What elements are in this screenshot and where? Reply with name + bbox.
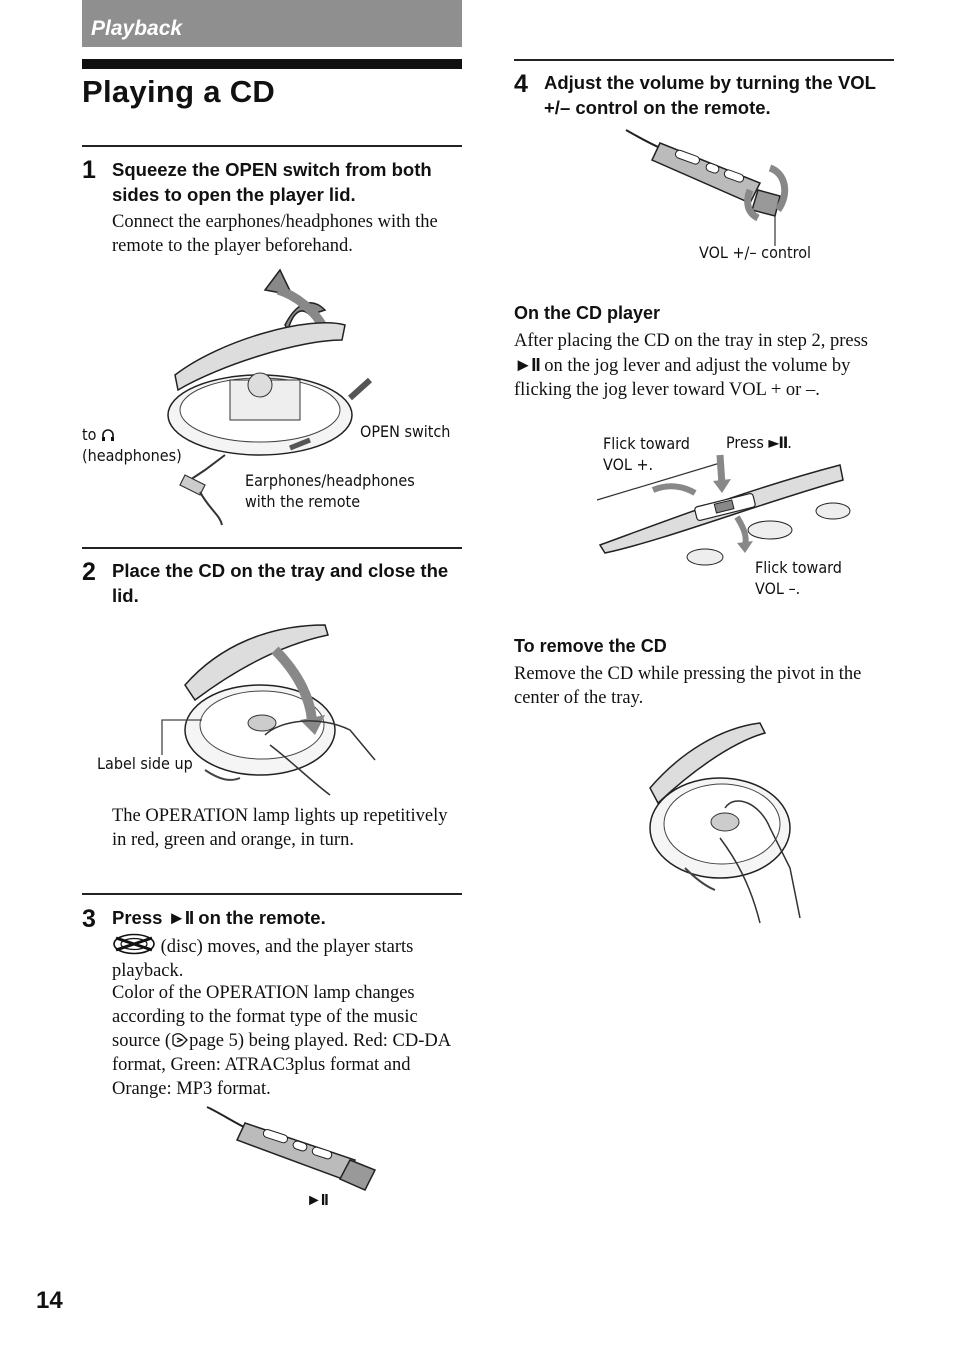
step3-heading: Press ►II on the remote.	[112, 905, 462, 930]
callout-earphones-line2: with the remote	[245, 492, 361, 511]
step4-heading: Adjust the volume by turning the VOL +/–…	[544, 72, 876, 118]
open-lid-illustration	[167, 268, 373, 526]
page-number: 14	[36, 1287, 63, 1314]
on-cd-player-body-post: on the jog lever and adjust the volume b…	[514, 356, 851, 400]
callout-open-switch: OPEN switch	[360, 422, 451, 441]
step4-rule	[514, 59, 894, 61]
play-pause-icon: ►II	[514, 354, 541, 375]
step1-body: Connect the earphones/headphones with th…	[112, 212, 438, 256]
step1-number: 1	[82, 156, 96, 184]
step3-heading-pre: Press	[112, 907, 163, 928]
section-band: Playback	[82, 0, 462, 47]
play-pause-icon: ►II	[167, 907, 195, 928]
volume-remote-illustration	[625, 129, 789, 246]
step1-rule	[82, 145, 462, 147]
step2-number: 2	[82, 558, 96, 586]
callout-to-label: to	[82, 425, 97, 444]
jog-lever-illustration	[596, 454, 851, 566]
step4-number: 4	[514, 70, 528, 98]
step2-heading: Place the CD on the tray and close the l…	[112, 560, 449, 606]
remove-cd-illustration	[649, 722, 801, 924]
callout-headphones: (headphones)	[82, 446, 182, 465]
callout-flick-plus-line1: Flick toward	[603, 434, 690, 453]
callout-label-side-up: Label side up	[97, 754, 193, 773]
headphones-icon	[102, 429, 115, 441]
on-cd-player-body: After placing the CD on the tray in step…	[514, 329, 890, 402]
callout-to-headphones: to	[82, 424, 115, 445]
step3-disc-text: (disc) moves, and the player starts play…	[112, 933, 462, 983]
on-cd-player-body-pre: After placing the CD on the tray in step…	[514, 331, 868, 351]
section-label: Playback	[91, 17, 183, 40]
callout-flick-plus-line2: VOL +.	[603, 455, 654, 474]
remove-cd-body: Remove the CD while pressing the pivot i…	[514, 664, 862, 708]
step2-body: The OPERATION lamp lights up repetitivel…	[112, 806, 448, 850]
play-pause-icon: ►II	[768, 433, 788, 452]
remote-illustration	[206, 1106, 377, 1191]
remote-play-pause-callout: ►II	[306, 1192, 329, 1209]
title-rule	[82, 59, 462, 69]
page-title: Playing a CD	[82, 74, 276, 109]
step3-lamp-text-pre: Color of the OPERATION lamp changes acco…	[112, 983, 418, 1051]
disc-icon	[113, 933, 155, 955]
callout-press: Press ►II.	[726, 433, 792, 452]
on-cd-player-heading: On the CD player	[514, 303, 661, 323]
step3-lamp-text: Color of the OPERATION lamp changes acco…	[112, 981, 457, 1101]
callout-earphones-line1: Earphones/headphones	[245, 471, 415, 490]
step3-disc-text-body: (disc) moves, and the player starts play…	[112, 937, 414, 981]
step1-heading: Squeeze the OPEN switch from both sides …	[112, 159, 432, 205]
step3-rule	[82, 893, 462, 895]
callout-press-label: Press	[726, 433, 764, 452]
step3-lamp-text-ref: page 5) being played. Red: CD-DA format,…	[112, 1031, 451, 1099]
step3-number: 3	[82, 905, 96, 933]
callout-flick-minus-line2: VOL –.	[755, 579, 801, 598]
remove-cd-heading: To remove the CD	[514, 636, 667, 656]
place-cd-illustration	[161, 624, 376, 796]
callout-flick-minus-line1: Flick toward	[755, 558, 842, 577]
step2-rule	[82, 547, 462, 549]
page-ref-icon	[172, 1033, 188, 1047]
step3-heading-post: on the remote.	[198, 907, 326, 928]
callout-vol-control: VOL +/– control	[699, 243, 812, 262]
